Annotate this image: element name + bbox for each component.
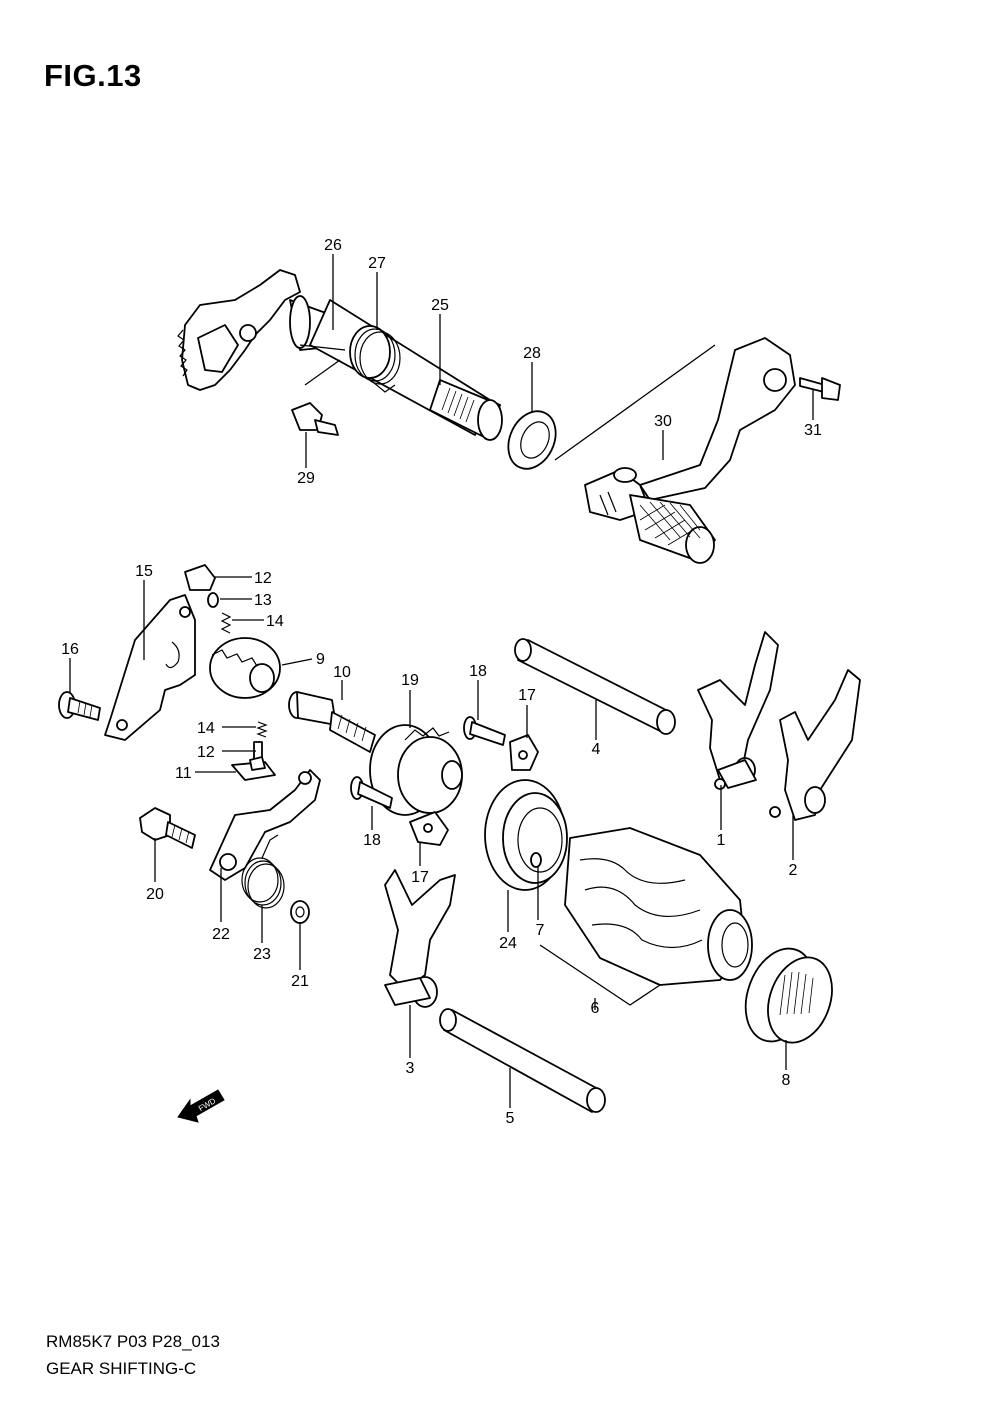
- part-7-pin[interactable]: [530, 852, 542, 868]
- callout-9: 9: [316, 651, 325, 668]
- part-30-shift-lever[interactable]: [584, 337, 796, 564]
- part-18-screw-lower[interactable]: [350, 776, 393, 809]
- part-6-shift-cam-drum[interactable]: [564, 827, 753, 986]
- callout-6: 6: [591, 1000, 600, 1017]
- part-27-return-spring[interactable]: [299, 325, 401, 393]
- callout-14-top: 14: [266, 613, 284, 630]
- callout-12-top: 12: [254, 570, 272, 587]
- part-8-needle-bearing[interactable]: [734, 939, 844, 1052]
- part-13-pin[interactable]: [207, 592, 219, 608]
- part-15-stopper-plate[interactable]: [104, 594, 196, 741]
- callout-12-lower: 12: [197, 744, 215, 761]
- callout-14-lower: 14: [197, 720, 215, 737]
- part-25-shift-shaft[interactable]: [309, 299, 503, 441]
- callout-7: 7: [536, 922, 545, 939]
- callout-25: 25: [431, 297, 449, 314]
- callout-17-lower: 17: [411, 869, 429, 886]
- part-5-fork-shaft[interactable]: [439, 1008, 606, 1113]
- callout-26: 26: [324, 237, 342, 254]
- callout-30: 30: [654, 413, 672, 430]
- callout-22: 22: [212, 926, 230, 943]
- part-18-screw-upper[interactable]: [463, 716, 506, 746]
- part-14-spring-top[interactable]: [220, 612, 232, 634]
- part-28-oil-seal[interactable]: [499, 404, 564, 477]
- diagram-code: RM85K7 P03 P28_013: [46, 1332, 220, 1351]
- callout-16: 16: [61, 641, 79, 658]
- callout-28: 28: [523, 345, 541, 362]
- callout-2: 2: [789, 862, 798, 879]
- callout-21: 21: [291, 973, 309, 990]
- figure-title: FIG.13: [44, 58, 142, 93]
- part-19-gearshift-cam[interactable]: [369, 724, 463, 816]
- callout-4: 4: [592, 741, 601, 758]
- callout-17-upper: 17: [518, 687, 536, 704]
- part-23-stopper-spring[interactable]: [241, 834, 285, 909]
- callout-23: 23: [253, 946, 271, 963]
- callout-13: 13: [254, 592, 272, 609]
- part-16-screw[interactable]: [58, 691, 101, 721]
- fwd-arrow-icon: FWD: [177, 1089, 225, 1123]
- callout-24: 24: [499, 935, 517, 952]
- part-17-clip-lower[interactable]: [409, 811, 449, 846]
- part-11-guide-plate[interactable]: [231, 756, 276, 781]
- callout-27: 27: [368, 255, 386, 272]
- part-14-spring-lower[interactable]: [256, 721, 268, 738]
- part-1-shift-fork[interactable]: [697, 631, 779, 790]
- callout-15: 15: [135, 563, 153, 580]
- part-21-washer[interactable]: [290, 900, 310, 924]
- callout-5: 5: [506, 1110, 515, 1127]
- callout-10: 10: [333, 664, 351, 681]
- callout-18-lower: 18: [363, 832, 381, 849]
- callout-18-upper: 18: [469, 663, 487, 680]
- part-29-plug[interactable]: [291, 402, 339, 436]
- part-20-bolt[interactable]: [139, 807, 196, 849]
- callout-11: 11: [175, 765, 192, 782]
- callout-1: 1: [717, 832, 726, 849]
- callout-3: 3: [406, 1060, 415, 1077]
- part-3-shift-fork[interactable]: [384, 869, 456, 1008]
- callout-labels: 26 27 25 28 30 31 29 15 12 13 14 9 16 10…: [61, 237, 822, 1127]
- part-31-bolt[interactable]: [799, 377, 841, 401]
- part-12-pawl-top[interactable]: [184, 564, 216, 591]
- part-22-stopper-arm[interactable]: [209, 769, 321, 881]
- callout-29: 29: [297, 470, 315, 487]
- part-2-shift-fork[interactable]: [769, 669, 861, 821]
- part-24-bearing[interactable]: [484, 779, 568, 891]
- callout-8: 8: [782, 1072, 791, 1089]
- diagram-name: GEAR SHIFTING-C: [46, 1359, 197, 1378]
- part-9-cam-driven-gear[interactable]: [209, 637, 281, 699]
- callout-20: 20: [146, 886, 164, 903]
- part-10-cam-guide-bolt[interactable]: [288, 691, 376, 753]
- callout-31: 31: [804, 422, 822, 439]
- leader-lines: [69, 254, 814, 1108]
- part-4-fork-shaft[interactable]: [514, 638, 676, 735]
- part-17-clip-upper[interactable]: [509, 734, 539, 771]
- callout-19: 19: [401, 672, 419, 689]
